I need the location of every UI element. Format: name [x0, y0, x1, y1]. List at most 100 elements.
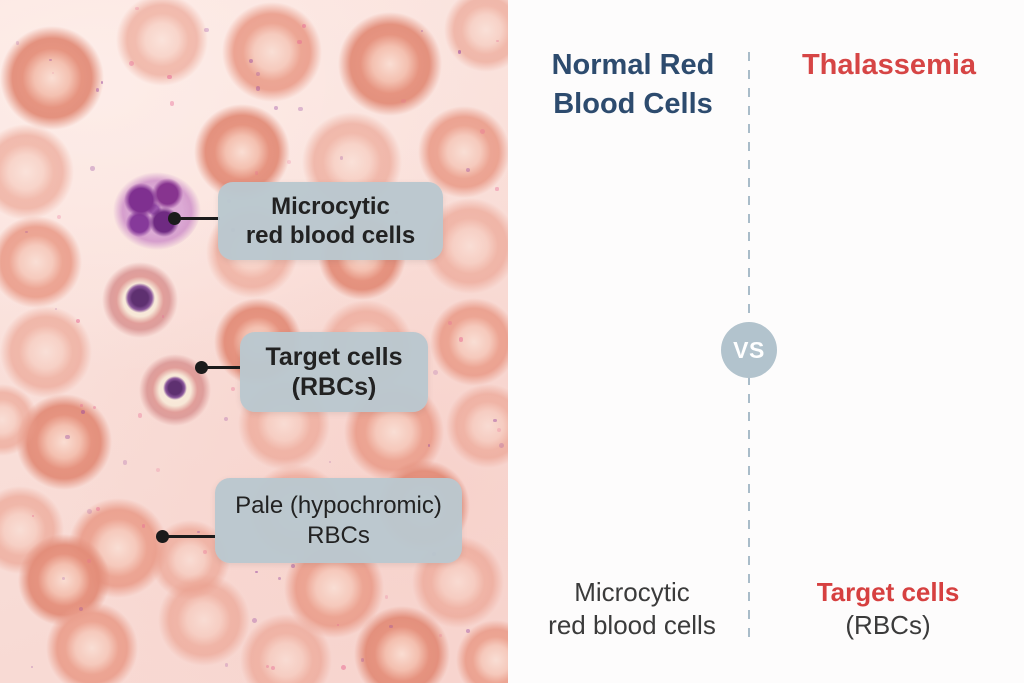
target-cell-nucleus [125, 283, 155, 313]
leader-line-pale [163, 535, 215, 538]
caption-line: (RBCs) [845, 609, 931, 640]
stain-speckle [78, 607, 84, 612]
stain-speckle [466, 167, 470, 172]
stain-speckle [65, 434, 71, 440]
smear-rbc [424, 292, 508, 392]
stain-speckle [340, 156, 344, 160]
stain-speckle [496, 39, 499, 43]
stain-speckle [129, 60, 135, 66]
stain-speckle [30, 665, 34, 669]
stain-speckle [203, 550, 208, 554]
stain-speckle [95, 507, 100, 511]
smear-rbc [0, 204, 94, 320]
stain-speckle [271, 666, 275, 671]
stain-speckle [135, 6, 139, 11]
stain-speckle [360, 657, 365, 662]
stain-speckle [169, 101, 174, 106]
stain-speckle [90, 165, 95, 171]
stain-speckle [286, 160, 291, 164]
stain-speckle [498, 443, 504, 449]
stain-speckle [25, 230, 28, 234]
smear-target-cell [102, 262, 178, 338]
stain-speckle [101, 81, 104, 84]
stain-speckle [401, 98, 407, 104]
stain-speckle [56, 215, 61, 220]
stain-speckle [61, 576, 65, 580]
stain-speckle [31, 514, 35, 518]
caption-line: Microcytic [574, 577, 690, 607]
stain-speckle [255, 86, 261, 91]
stain-speckle [231, 387, 235, 392]
stain-speckle [291, 564, 295, 568]
stain-speckle [302, 23, 307, 28]
vs-badge: VS [721, 322, 777, 378]
smear-rbc [204, 0, 340, 120]
comparison-panel: Normal Red Blood Cells Thalassemia VS Mi… [508, 0, 1024, 683]
stain-speckle [328, 460, 332, 464]
target-cells-caption: Target cells (RBCs) [764, 576, 1012, 641]
normal-rbc-column-title: Normal Red Blood Cells [510, 46, 756, 124]
microcytic-caption: Microcytic red blood cells [508, 576, 756, 641]
annotation-target-cells-label: Target cells (RBCs) [240, 332, 428, 412]
annotation-pale-rbcs-label: Pale (hypochromic) RBCs [215, 478, 462, 563]
stain-speckle [458, 336, 464, 342]
stain-speckle [87, 508, 93, 514]
stain-speckle [224, 663, 229, 667]
stain-speckle [278, 577, 282, 581]
stain-speckle [161, 315, 165, 318]
stain-speckle [155, 468, 161, 473]
stain-speckle [223, 416, 228, 421]
stain-speckle [493, 418, 497, 423]
stain-speckle [204, 27, 209, 32]
stain-speckle [87, 558, 92, 563]
stain-speckle [336, 623, 339, 626]
stain-speckle [92, 405, 97, 410]
stain-speckle [465, 629, 470, 634]
stain-speckle [497, 428, 502, 433]
title-line: Blood Cells [553, 88, 713, 121]
annotation-microcytic-label: Microcytic red blood cells [218, 182, 443, 260]
stain-speckle [95, 88, 100, 92]
stain-speckle [197, 530, 200, 534]
annotation-line: red blood cells [245, 222, 416, 249]
annotation-line: (RBCs) [291, 373, 377, 401]
stain-speckle [432, 369, 438, 375]
stain-speckle [479, 129, 485, 135]
stain-speckle [428, 444, 431, 447]
leader-line-target [202, 366, 240, 369]
blood-smear-panel: Microcytic red blood cells Target cells … [0, 0, 508, 683]
stain-speckle [457, 50, 462, 54]
stain-speckle [248, 58, 254, 64]
thalassemia-column-title: Thalassemia [801, 49, 977, 81]
title-line: Normal Red [551, 49, 715, 81]
stain-speckle [167, 74, 173, 80]
neutrophil-cell [113, 172, 201, 250]
leader-line-microcytic [175, 217, 220, 220]
stain-speckle [252, 617, 257, 623]
stain-speckle [421, 29, 424, 32]
stain-speckle [51, 71, 55, 75]
stain-speckle [137, 413, 143, 418]
stain-speckle [75, 319, 81, 324]
leader-dot-pale [156, 530, 169, 543]
stain-speckle [55, 307, 58, 310]
annotation-line: Pale (hypochromic) [235, 492, 442, 520]
smear-rbc [110, 0, 214, 92]
stain-speckle [254, 171, 258, 175]
annotation-line: RBCs [307, 521, 370, 549]
stain-speckle [384, 595, 389, 599]
caption-line: red blood cells [548, 609, 716, 640]
leader-dot-microcytic [168, 212, 181, 225]
annotation-line: Target cells [265, 342, 403, 371]
stain-speckle [80, 404, 83, 407]
stain-speckle [81, 410, 86, 415]
stain-speckle [15, 41, 20, 45]
stain-speckle [255, 571, 258, 574]
stain-speckle [274, 106, 278, 111]
stain-speckle [49, 58, 52, 62]
stain-speckle [122, 459, 128, 465]
stain-speckle [495, 187, 499, 191]
stain-speckle [297, 39, 302, 45]
leader-dot-target [195, 361, 208, 374]
annotation-line: Microcytic [271, 192, 390, 220]
